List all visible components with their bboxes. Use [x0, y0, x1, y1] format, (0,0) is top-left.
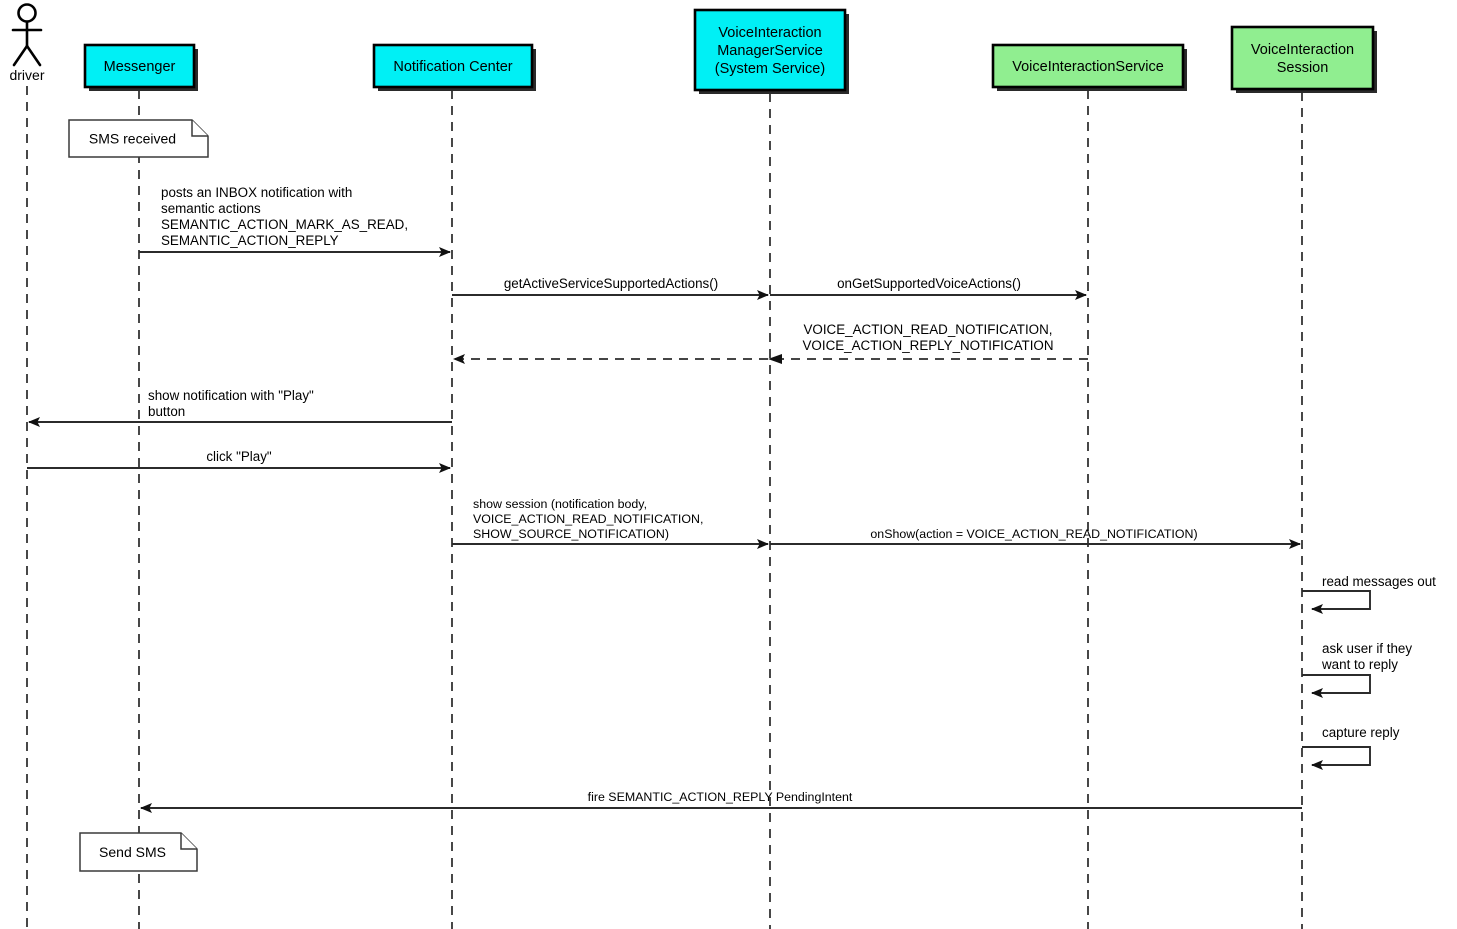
self-message-arrow: [1302, 674, 1371, 698]
message-label: VOICE_ACTION_READ_NOTIFICATION,: [473, 512, 703, 526]
message-msg-click-play: click "Play": [27, 449, 451, 473]
actor-label-driver: driver: [9, 67, 44, 83]
message-label: SEMANTIC_ACTION_MARK_AS_READ,: [161, 217, 408, 232]
participant-boxes-layer: Messenger Notification Center VoiceInterac…: [83, 8, 1377, 94]
participant-label: Notification Center: [393, 59, 512, 75]
participant-box-rect[interactable]: [1230, 25, 1375, 91]
note-fold: [180, 833, 197, 850]
self-message-label: capture reply: [1322, 725, 1400, 740]
participant-label: VoiceInteraction: [1251, 42, 1354, 58]
participant-box-rect[interactable]: [991, 43, 1185, 89]
message-msg-on-show: onShow(action = VOICE_ACTION_READ_NOTIFI…: [770, 527, 1301, 549]
participant-box-rect[interactable]: [693, 8, 847, 92]
actor-head: [17, 3, 37, 23]
participant-box-notification-center[interactable]: Notification Center: [372, 43, 536, 91]
self-message-label: want to reply: [1321, 657, 1398, 672]
note-sms-received: SMS received: [68, 119, 209, 158]
message-msg-fire-semantic-action-reply-pending-intent: fire SEMANTIC_ACTION_REPLY PendingIntent: [140, 790, 1302, 813]
self-message-self-capture-reply: capture reply: [1302, 725, 1400, 770]
messages-layer: posts an INBOX notification withsemantic…: [27, 185, 1302, 813]
actor-driver: driver: [9, 3, 45, 83]
actor-leg-left: [12, 44, 29, 67]
message-msg-post-inbox-notification: posts an INBOX notification withsemantic…: [139, 185, 451, 257]
message-msg-show-session: show session (notification body,VOICE_AC…: [452, 497, 769, 549]
self-message-label: ask user if they: [1322, 641, 1412, 656]
message-label: VOICE_ACTION_REPLY_NOTIFICATION: [803, 338, 1054, 353]
note-body: [68, 119, 209, 158]
message-label: semantic actions: [161, 201, 261, 216]
lifelines-layer: [26, 86, 1303, 929]
message-label: getActiveServiceSupportedActions(): [504, 276, 718, 291]
participant-box-rect[interactable]: [83, 43, 196, 89]
self-message-arrow: [1302, 746, 1371, 770]
actor-leg-right: [25, 44, 42, 67]
message-label: SHOW_SOURCE_NOTIFICATION): [473, 527, 669, 541]
participant-label: ManagerService: [717, 43, 823, 59]
participant-box-rect[interactable]: [372, 43, 534, 89]
participant-label: Session: [1277, 60, 1329, 76]
note-label: SMS received: [89, 131, 176, 147]
message-label: click "Play": [206, 449, 272, 464]
message-msg-return-supported-voice-actions: VOICE_ACTION_READ_NOTIFICATION,VOICE_ACT…: [453, 322, 1088, 364]
participant-label: Messenger: [104, 59, 176, 75]
message-label: fire SEMANTIC_ACTION_REPLY PendingIntent: [588, 790, 853, 804]
participant-label: (System Service): [715, 61, 825, 77]
message-label: VOICE_ACTION_READ_NOTIFICATION,: [803, 322, 1052, 337]
note-body: [79, 832, 198, 872]
participant-label: VoiceInteraction: [718, 25, 821, 41]
self-message-label: read messages out: [1322, 574, 1436, 589]
self-message-self-read-messages-out: read messages out: [1302, 574, 1436, 614]
note-send-sms: Send SMS: [79, 832, 198, 872]
message-arrow-intermediate: [768, 354, 782, 364]
participant-box-messenger[interactable]: Messenger: [83, 43, 198, 91]
participant-label: VoiceInteractionService: [1012, 59, 1164, 75]
participant-box-voice-interaction-service[interactable]: VoiceInteractionService: [991, 43, 1187, 91]
message-label: show notification with "Play": [148, 388, 314, 403]
message-label: SEMANTIC_ACTION_REPLY: [161, 233, 339, 248]
actor-layer: driver: [9, 3, 45, 83]
note-label: Send SMS: [99, 844, 166, 860]
message-msg-show-notification-with-play-button: show notification with "Play"button: [28, 388, 452, 427]
message-msg-get-active-service-supported-actions: getActiveServiceSupportedActions(): [452, 276, 769, 300]
message-label: show session (notification body,: [473, 497, 647, 511]
message-label: posts an INBOX notification with: [161, 185, 352, 200]
message-label: onShow(action = VOICE_ACTION_READ_NOTIFI…: [870, 527, 1197, 541]
self-message-arrow: [1302, 590, 1371, 614]
message-label: button: [148, 404, 185, 419]
message-label: onGetSupportedVoiceActions(): [837, 276, 1021, 291]
message-msg-on-get-supported-voice-actions: onGetSupportedVoiceActions(): [770, 276, 1087, 300]
note-fold: [191, 120, 208, 137]
